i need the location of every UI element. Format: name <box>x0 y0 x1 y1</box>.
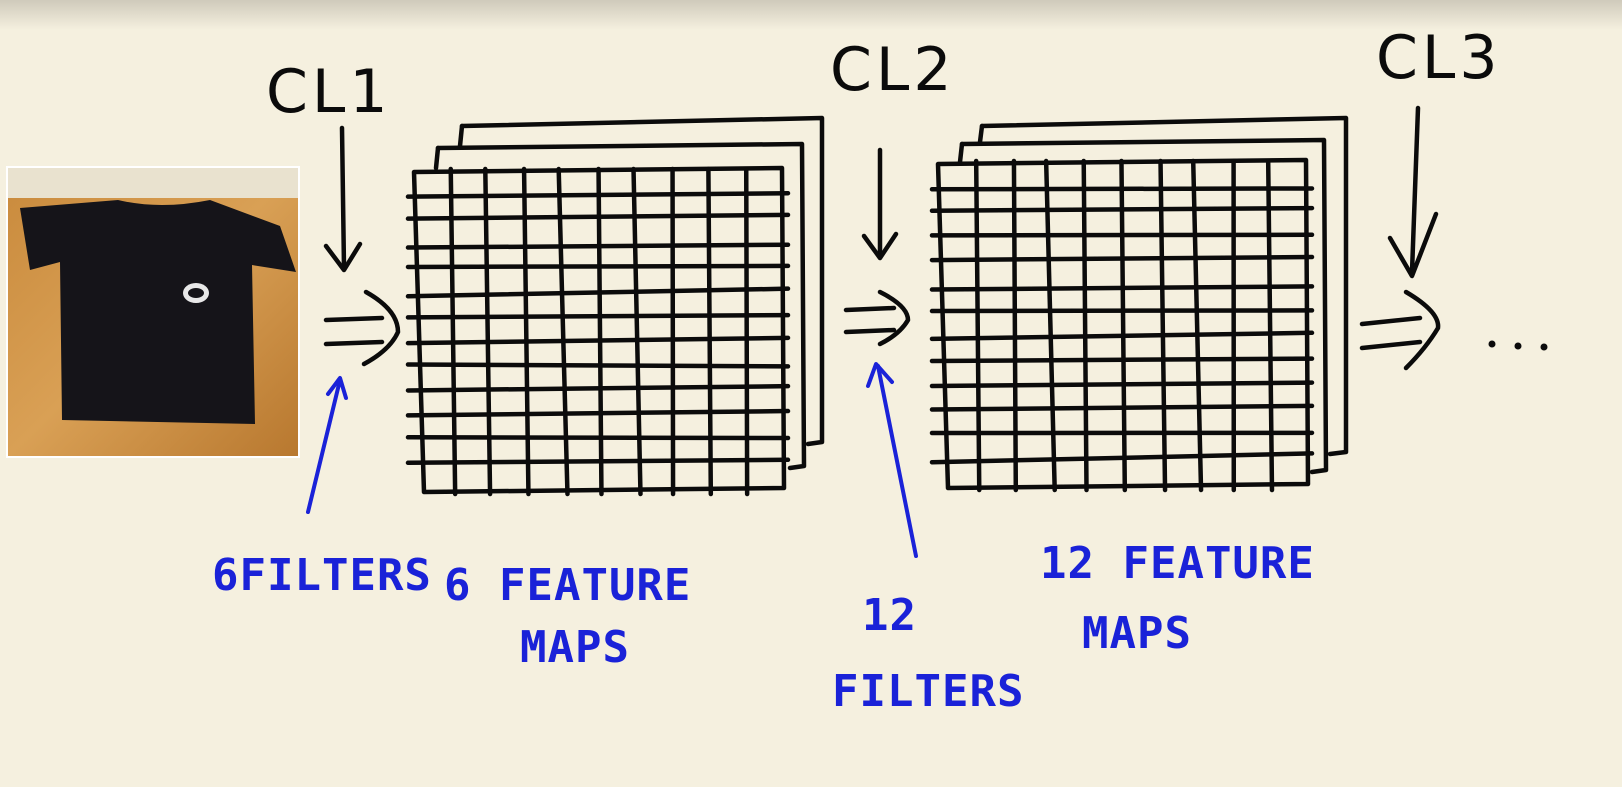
grid-column-line <box>483 166 493 497</box>
maps-1-label-line2: MAPS <box>520 622 630 673</box>
implies-arrow-1 <box>323 289 401 367</box>
feature-map-grid-1 <box>405 165 791 497</box>
grid-row-line <box>929 232 1315 238</box>
filters-1-arrow <box>306 376 348 514</box>
grid-row-line <box>405 457 791 466</box>
grid-row-line <box>929 356 1315 364</box>
grid-column-line <box>1158 158 1168 493</box>
grid-column-line <box>1265 158 1275 493</box>
feature-map-back-1b <box>435 141 807 471</box>
grid-row-line <box>929 380 1315 389</box>
tshirt-image <box>6 166 300 458</box>
cl2-down-arrow <box>861 147 899 261</box>
continuation-ellipsis <box>1488 340 1548 351</box>
implies-arrow-3 <box>1359 289 1441 371</box>
grid-row-line <box>405 212 791 221</box>
grid-row-line <box>405 190 791 199</box>
grid-column-line <box>521 166 531 497</box>
feature-map-border <box>411 165 787 495</box>
feature-map-border <box>935 157 1311 491</box>
cl3-down-arrow <box>1387 105 1439 279</box>
feature-map-stack-1 <box>405 115 825 497</box>
grid-row-line <box>405 335 791 346</box>
feature-map-back-2a <box>979 115 1349 457</box>
layer-label-cl2: CL2 <box>830 35 956 105</box>
grid-row-line <box>929 254 1315 263</box>
maps-2-label-line1: 12 FEATURE <box>1040 538 1315 589</box>
grid-row-line <box>405 383 791 393</box>
cl1-down-arrow <box>323 125 363 273</box>
feature-map-back-2b <box>959 137 1329 475</box>
top-shade <box>0 0 1622 30</box>
grid-row-line <box>405 242 791 250</box>
grid-row-line <box>929 186 1315 192</box>
grid-row-line <box>929 403 1315 412</box>
feature-map-grid-2 <box>929 157 1315 493</box>
grid-column-line <box>1119 158 1128 493</box>
implies-arrow-2 <box>843 289 911 347</box>
grid-column-line <box>743 166 750 497</box>
grid-column-line <box>448 166 458 497</box>
grid-row-line <box>929 330 1315 342</box>
grid-row-line <box>405 286 791 299</box>
maps-2-label-line2: MAPS <box>1082 608 1192 659</box>
grid-row-line <box>929 284 1315 292</box>
filters-2-arrow <box>866 362 918 558</box>
grid-row-line <box>405 408 791 418</box>
layer-label-cl3: CL3 <box>1376 23 1502 93</box>
grid-row-line <box>405 362 791 369</box>
filters-1-label: 6FILTERS <box>212 550 432 601</box>
grid-row-line <box>405 312 791 320</box>
grid-row-line <box>929 308 1315 314</box>
filters-2-label-line2: FILTERS <box>832 666 1024 717</box>
grid-row-line <box>929 205 1315 214</box>
grid-row-line <box>405 263 791 270</box>
filters-2-label-line1: 12 <box>862 590 917 641</box>
grid-row-line <box>405 435 791 441</box>
grid-column-line <box>1190 158 1204 493</box>
feature-map-back-1a <box>459 115 825 447</box>
maps-1-label-line1: 6 FEATURE <box>444 560 691 611</box>
grid-row-line <box>929 451 1315 465</box>
layer-label-cl1: CL1 <box>266 57 392 127</box>
feature-map-stack-2 <box>929 115 1349 493</box>
